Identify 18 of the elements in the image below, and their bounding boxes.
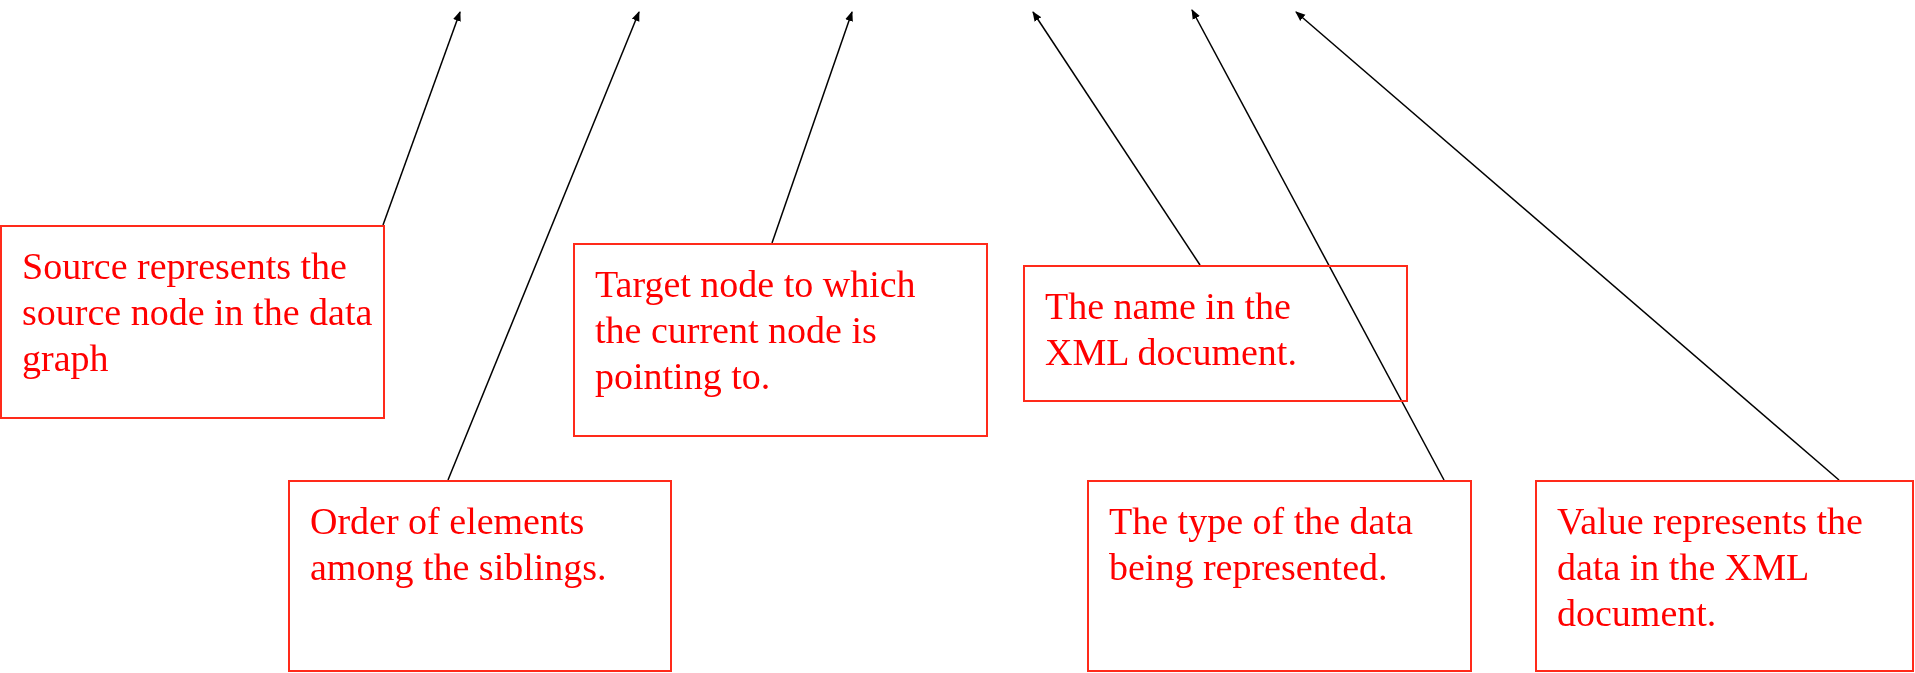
callout-box	[288, 480, 672, 672]
leader-arrow	[1295, 11, 1840, 481]
callout-text: The name in the XML document.	[1045, 284, 1298, 375]
callout-text: The type of the data being represented.	[1109, 499, 1414, 590]
callout-box	[0, 225, 385, 419]
callout-box	[1087, 480, 1472, 672]
leader-arrow	[382, 11, 461, 226]
callout-text: Target node to which the current node is pointing to.	[595, 262, 917, 399]
callout-box	[1535, 480, 1914, 672]
leader-arrow	[771, 11, 853, 244]
leader-arrow	[447, 11, 640, 481]
callout-text: Source represents the source node in the data graph	[22, 244, 374, 381]
callout-text: Order of elements among the siblings.	[310, 499, 608, 590]
callout-box	[1023, 265, 1408, 402]
leader-arrow	[1191, 9, 1445, 481]
callout-box	[573, 243, 988, 437]
leader-arrow	[1032, 11, 1201, 266]
callout-text: Value represents the data in the XML document.	[1557, 499, 1864, 636]
